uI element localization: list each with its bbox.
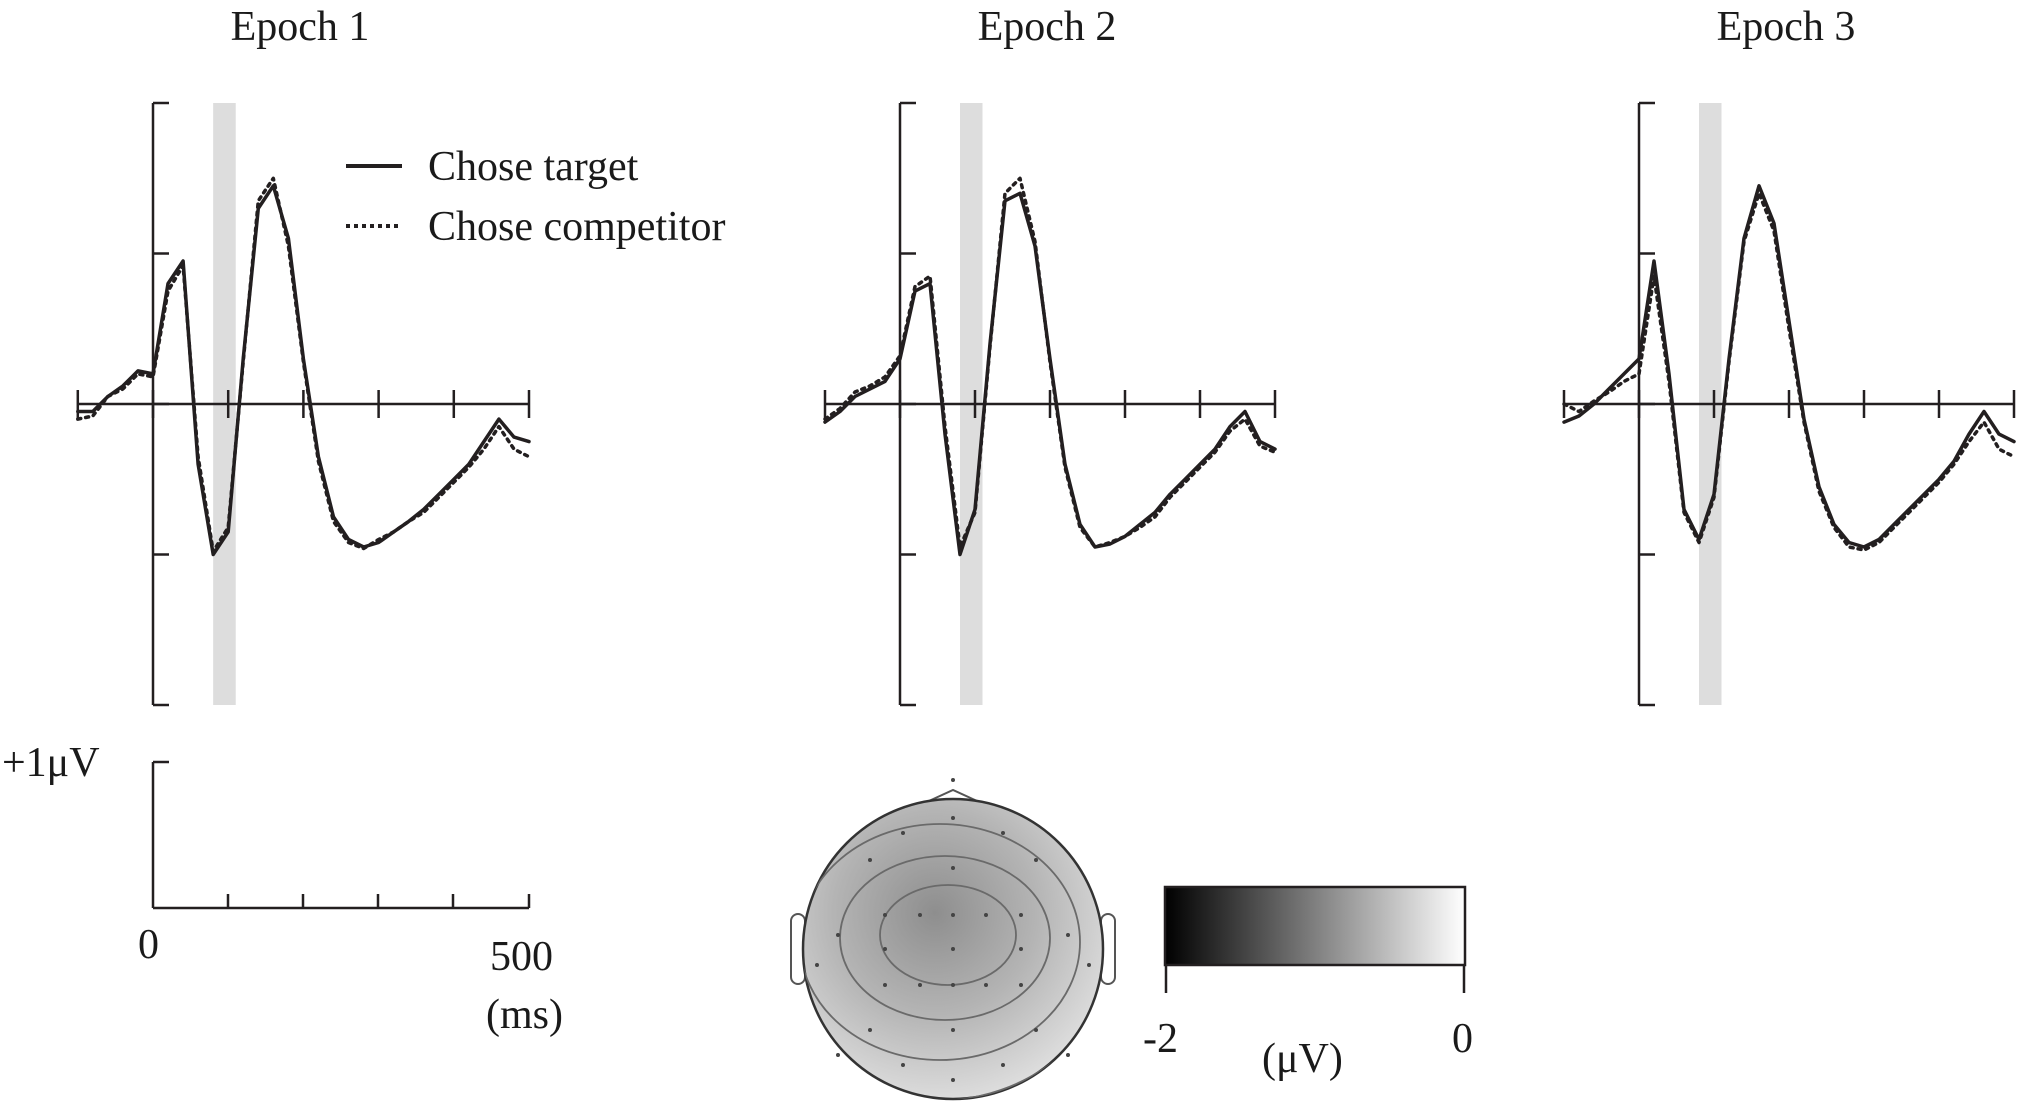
- series-line-chose-competitor: [1562, 191, 2016, 552]
- electrode-dot: [951, 1078, 955, 1082]
- scale-bar-x-unit-label: (ms): [486, 992, 563, 1038]
- legend-label-competitor: Chose competitor: [428, 204, 725, 250]
- scale-bar-x-start-label: 0: [138, 922, 159, 968]
- electrode-dot: [1001, 1063, 1005, 1067]
- electrode-dot: [984, 983, 988, 987]
- series-line-chose-target: [823, 191, 1277, 557]
- series-line-chose-competitor: [76, 176, 531, 554]
- contour-line: [839, 855, 1051, 1021]
- contour-line: [803, 823, 1081, 1061]
- electrode-dot: [1019, 983, 1023, 987]
- scalp-topography: [790, 778, 1116, 1101]
- electrode-dot: [951, 913, 955, 917]
- electrode-dot: [901, 1063, 905, 1067]
- electrode-dot: [1066, 933, 1070, 937]
- legend: Chose target Chose competitor: [346, 144, 725, 250]
- electrode-dot: [836, 933, 840, 937]
- electrode-dot: [951, 866, 955, 870]
- electrode-dot: [815, 963, 819, 967]
- erp-panel-1: Epoch 1: [76, 4, 531, 707]
- electrode-dot: [951, 816, 955, 820]
- electrode-dot: [901, 831, 905, 835]
- legend-label-target: Chose target: [428, 144, 639, 190]
- electrode-dot: [984, 913, 988, 917]
- erp-panels: Epoch 1 Epoch 2 Epoch 3: [76, 4, 2016, 707]
- electrode-dot: [836, 1053, 840, 1057]
- colorbar-gradient: [1163, 885, 1467, 967]
- panel-title: Epoch 2: [978, 4, 1117, 50]
- electrode-dot: [1001, 831, 1005, 835]
- electrode-dot: [918, 983, 922, 987]
- electrode-dot: [883, 983, 887, 987]
- electrode-dot: [883, 913, 887, 917]
- colorbar-unit-label: (μV): [1262, 1036, 1343, 1082]
- electrode-dot: [1087, 963, 1091, 967]
- panel-title: Epoch 3: [1717, 4, 1856, 50]
- electrode-dot: [951, 778, 955, 782]
- electrode-dot: [1019, 913, 1023, 917]
- colorbar-max-label: 0: [1452, 1016, 1473, 1062]
- panel-title: Epoch 1: [231, 4, 370, 50]
- erp-panel-2: Epoch 2: [823, 4, 1277, 707]
- scale-bar-y-label: +1μV: [2, 740, 100, 786]
- scale-bar-x-end-label: 500: [490, 934, 553, 980]
- electrode-dot: [883, 947, 887, 951]
- electrode-dot: [868, 858, 872, 862]
- series-line-chose-competitor: [823, 176, 1277, 549]
- contour-line: [879, 884, 1017, 986]
- electrode-dot: [951, 1028, 955, 1032]
- erp-panel-3: Epoch 3: [1562, 4, 2016, 707]
- electrode-dot: [1019, 947, 1023, 951]
- series-line-chose-target: [1562, 184, 2016, 549]
- scale-bar: +1μV 0 500 (ms): [2, 740, 563, 1038]
- colorbar-min-label: -2: [1143, 1016, 1178, 1062]
- electrode-dot: [868, 1028, 872, 1032]
- electrode-dot: [918, 913, 922, 917]
- electrode-dot: [1066, 1053, 1070, 1057]
- electrode-dot: [951, 947, 955, 951]
- electrode-dot: [1034, 1028, 1038, 1032]
- electrode-dot: [951, 983, 955, 987]
- colorbar: -2 (μV) 0: [1143, 885, 1473, 1082]
- electrode-dot: [1034, 858, 1038, 862]
